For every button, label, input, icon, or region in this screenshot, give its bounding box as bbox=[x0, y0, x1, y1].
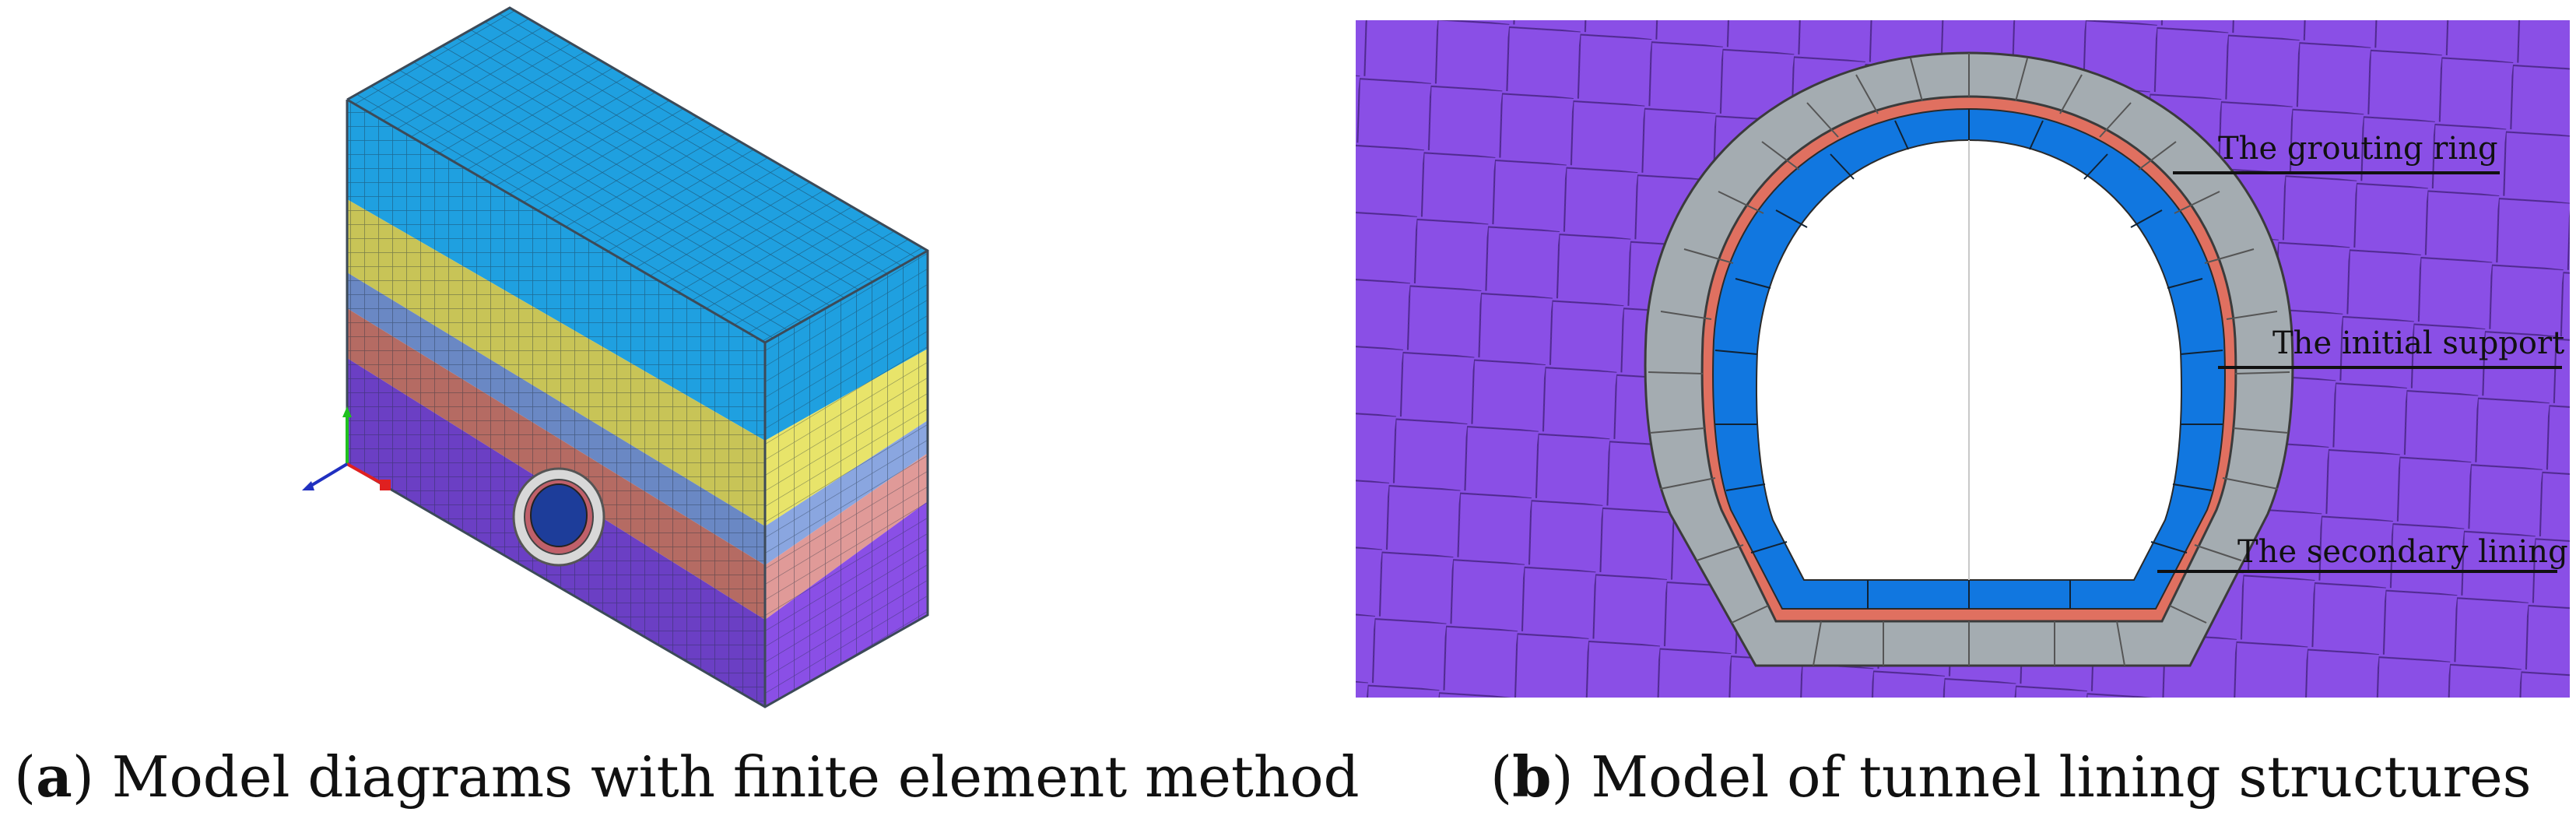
callout-secondary-lining: The secondary lining bbox=[2157, 534, 2568, 573]
block-front-face bbox=[347, 100, 765, 707]
caption-b-text: Model of tunnel lining structures bbox=[1573, 744, 2532, 810]
axis-z-arrow bbox=[302, 481, 314, 490]
axis-x-marker bbox=[380, 480, 391, 490]
fem-model-block bbox=[346, 6, 929, 708]
caption-panel-b: (b) Model of tunnel lining structures bbox=[1490, 749, 2532, 806]
axis-triad bbox=[302, 406, 391, 490]
caption-b-paren-close: ) bbox=[1551, 744, 1574, 810]
caption-a-paren-open: ( bbox=[14, 744, 37, 810]
caption-b-paren-open: ( bbox=[1490, 744, 1513, 810]
caption-a-text: Model diagrams with finite element metho… bbox=[93, 744, 1360, 810]
block-side-face bbox=[765, 251, 928, 707]
top-face-mesh bbox=[347, 8, 928, 343]
callout-initial-support-label: The initial support bbox=[2272, 325, 2564, 361]
side-face-mesh bbox=[765, 251, 928, 707]
axis-y-arrow bbox=[342, 406, 352, 417]
callout-initial-support: The initial support bbox=[2218, 325, 2564, 369]
callout-grouting-ring-label: The grouting ring bbox=[2218, 131, 2498, 167]
block-top-face bbox=[347, 8, 928, 343]
lining-segments bbox=[1714, 109, 2223, 609]
tunnel-opening bbox=[512, 467, 605, 567]
grouting-segments bbox=[1648, 53, 2290, 666]
block-top-edge bbox=[346, 98, 928, 344]
callout-secondary-lining-label: The secondary lining bbox=[2237, 534, 2568, 570]
caption-a-paren-close: ) bbox=[72, 744, 94, 810]
tunnel-core bbox=[530, 483, 588, 547]
front-face-mesh bbox=[347, 100, 765, 707]
callout-grouting-ring: The grouting ring bbox=[2173, 131, 2500, 174]
axis-z-line bbox=[307, 462, 349, 489]
lining-section: The grouting ring The initial support Th… bbox=[1356, 20, 2570, 698]
caption-b-letter: b bbox=[1512, 743, 1552, 810]
axis-x-line bbox=[346, 462, 387, 487]
caption-panel-a: (a) Model diagrams with finite element m… bbox=[14, 749, 1360, 806]
caption-a-letter: a bbox=[36, 743, 72, 810]
